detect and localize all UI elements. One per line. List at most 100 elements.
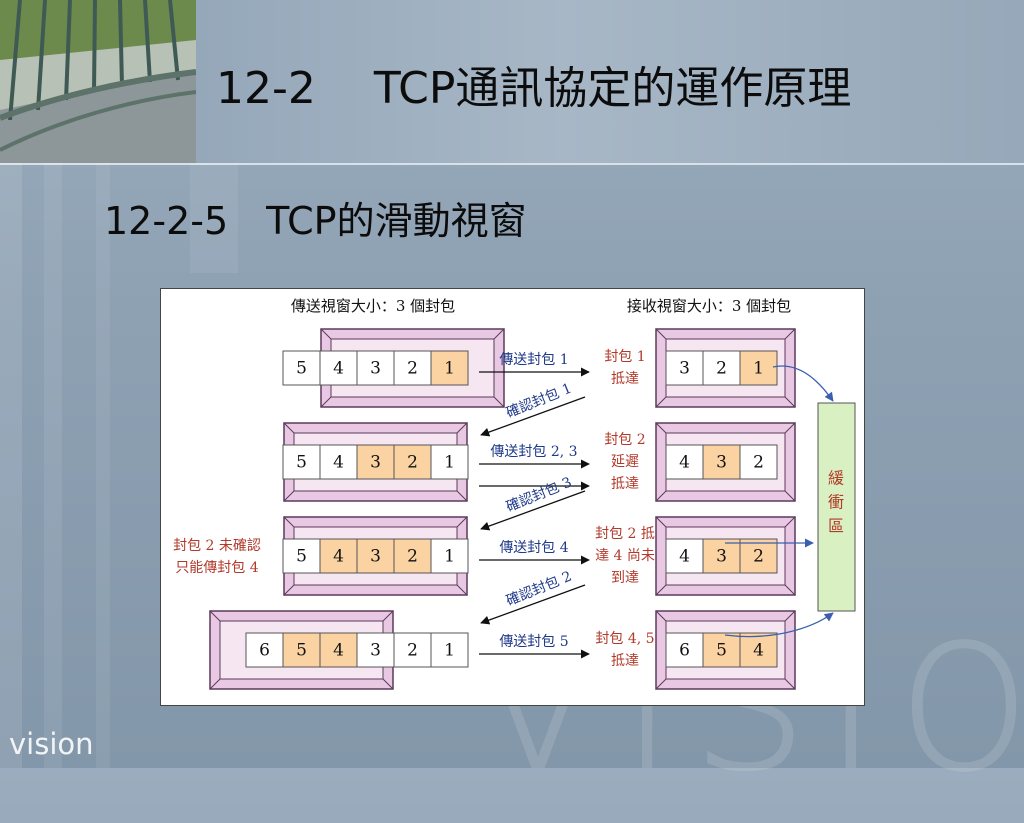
arrival-status-text: 封包 1 bbox=[604, 349, 645, 365]
send-window-frame-bevel-0 bbox=[283, 422, 295, 434]
arrival-status-text: 達 4 尚未 bbox=[595, 548, 655, 564]
send-arrow-label: 傳送封包 1 bbox=[499, 352, 568, 368]
send-arrow-label: 傳送封包 5 bbox=[499, 634, 568, 650]
send-row-4-cell-label: 6 bbox=[259, 641, 270, 661]
buffer-curve-arrow-1 bbox=[772, 365, 834, 402]
send-row-1-cell-label: 3 bbox=[370, 359, 381, 379]
side-note-text: 封包 2 未確認 bbox=[173, 538, 261, 554]
send-row-1-cell bbox=[430, 350, 469, 386]
recv-row-1-cell bbox=[702, 350, 741, 386]
recv-row-1-cell-label: 2 bbox=[716, 359, 727, 379]
recv-window-frame-bevel-1 bbox=[784, 328, 796, 340]
send-row-4-cell-label: 4 bbox=[333, 641, 344, 661]
recv-window-label: 接收視窗大小：3 個封包 bbox=[627, 297, 791, 315]
send-window-frame-bevel-0 bbox=[320, 328, 332, 340]
recv-row-1-cell bbox=[739, 350, 778, 386]
send-window-frame-bevel-3 bbox=[456, 584, 468, 596]
arrival-status-text: 抵達 bbox=[611, 476, 639, 492]
recv-window-frame-bevel-3 bbox=[784, 396, 796, 408]
send-row-1-cell-label: 2 bbox=[407, 359, 418, 379]
recv-row-3-cell bbox=[702, 538, 741, 574]
send-row-3-cell-label: 2 bbox=[407, 547, 418, 567]
send-window-frame-bevel-1 bbox=[493, 328, 505, 340]
send-row-1-cell bbox=[356, 350, 395, 386]
arrival-status-text: 抵達 bbox=[611, 653, 639, 669]
send-row-3-cell bbox=[393, 538, 432, 574]
recv-row-2-cell-label: 3 bbox=[716, 453, 727, 473]
recv-window-frame-bevel-3 bbox=[784, 584, 796, 596]
send-row-2-cell-label: 4 bbox=[333, 453, 344, 473]
recv-row-2-cell-label: 2 bbox=[753, 453, 764, 473]
send-row-2-cell-label: 2 bbox=[407, 453, 418, 473]
send-row-4-cell-label: 5 bbox=[296, 641, 307, 661]
send-row-1-cell-label: 4 bbox=[333, 359, 344, 379]
recv-window-frame-bevel-0 bbox=[655, 610, 667, 622]
send-window-frame-bevel-1 bbox=[456, 516, 468, 528]
send-row-2-cell bbox=[356, 444, 395, 480]
ack-arrow-label: 確認封包 2 bbox=[504, 569, 574, 610]
send-row-4-cell bbox=[282, 632, 321, 668]
recv-window-frame-bevel-1 bbox=[784, 516, 796, 528]
send-row-1-cell-label: 1 bbox=[444, 359, 455, 379]
arrival-status-text: 抵達 bbox=[611, 371, 639, 387]
send-window-frame-bevel-3 bbox=[382, 678, 394, 690]
send-window-frame-bevel-1 bbox=[456, 422, 468, 434]
bridge-photo bbox=[0, 0, 196, 163]
send-window-frame-bevel-2 bbox=[283, 584, 295, 596]
send-row-4-cell bbox=[319, 632, 358, 668]
send-row-4-cell bbox=[430, 632, 469, 668]
send-row-1-cell-label: 5 bbox=[296, 359, 307, 379]
send-row-2-cell-label: 1 bbox=[444, 453, 455, 473]
send-row-4-cell-label: 1 bbox=[444, 641, 455, 661]
recv-window-frame-bevel-0 bbox=[655, 516, 667, 528]
send-window-frame-bevel-2 bbox=[320, 396, 332, 408]
ack-arrow-label: 確認封包 3 bbox=[504, 475, 574, 516]
side-note-text: 只能傳封包 4 bbox=[175, 560, 258, 576]
send-window-frame-bevel-2 bbox=[209, 678, 221, 690]
send-row-4-cell bbox=[356, 632, 395, 668]
recv-row-4-cell-label: 5 bbox=[716, 641, 727, 661]
ack-arrow bbox=[480, 490, 586, 531]
arrival-status-text: 封包 4, 5 bbox=[595, 631, 654, 647]
arrival-status-text: 封包 2 抵 bbox=[595, 526, 655, 542]
recv-window-frame-bevel-2 bbox=[655, 490, 667, 502]
send-row-1-cell bbox=[319, 350, 358, 386]
recv-row-4-cell-label: 4 bbox=[753, 641, 764, 661]
send-row-4-cell-label: 2 bbox=[407, 641, 418, 661]
send-row-3-cell-label: 5 bbox=[296, 547, 307, 567]
send-row-4-cell bbox=[245, 632, 284, 668]
send-arrow-label: 傳送封包 2, 3 bbox=[490, 444, 577, 460]
send-row-3-cell-label: 3 bbox=[370, 547, 381, 567]
ack-arrow-label: 確認封包 1 bbox=[504, 381, 574, 422]
recv-window-frame-bevel-3 bbox=[784, 490, 796, 502]
buffer-label: 區 bbox=[828, 517, 844, 536]
recv-row-1-cell-label: 1 bbox=[753, 359, 764, 379]
send-window-frame-bevel-3 bbox=[493, 396, 505, 408]
send-row-2-cell bbox=[319, 444, 358, 480]
slide-title: 12-2 TCP通訊協定的運作原理 bbox=[216, 63, 852, 114]
recv-row-3-cell bbox=[665, 538, 704, 574]
recv-window-frame-bevel-0 bbox=[655, 422, 667, 434]
recv-row-1-cell-label: 3 bbox=[679, 359, 690, 379]
send-row-1-cell bbox=[282, 350, 321, 386]
send-row-3-cell bbox=[430, 538, 469, 574]
recv-row-2-cell-label: 4 bbox=[679, 453, 690, 473]
brand-logo-text: vision bbox=[9, 727, 94, 761]
send-window-frame-bevel-1 bbox=[382, 610, 394, 622]
send-window-frame-bevel-3 bbox=[456, 490, 468, 502]
recv-row-4-cell bbox=[739, 632, 778, 668]
arrival-status-text: 封包 2 bbox=[604, 432, 645, 448]
ack-arrow bbox=[480, 584, 586, 625]
send-window-frame-bevel-0 bbox=[283, 516, 295, 528]
arrival-status-text: 延遲 bbox=[611, 454, 639, 470]
section-title: 12-2-5 TCP的滑動視窗 bbox=[104, 199, 527, 243]
recv-window-frame-bevel-2 bbox=[655, 396, 667, 408]
send-row-3-cell bbox=[356, 538, 395, 574]
buffer-curve-arrow-2 bbox=[724, 612, 834, 638]
recv-row-3-cell-label: 2 bbox=[753, 547, 764, 567]
recv-row-4-cell-label: 6 bbox=[679, 641, 690, 661]
recv-window-frame-bevel-1 bbox=[784, 610, 796, 622]
send-row-3-cell-label: 4 bbox=[333, 547, 344, 567]
